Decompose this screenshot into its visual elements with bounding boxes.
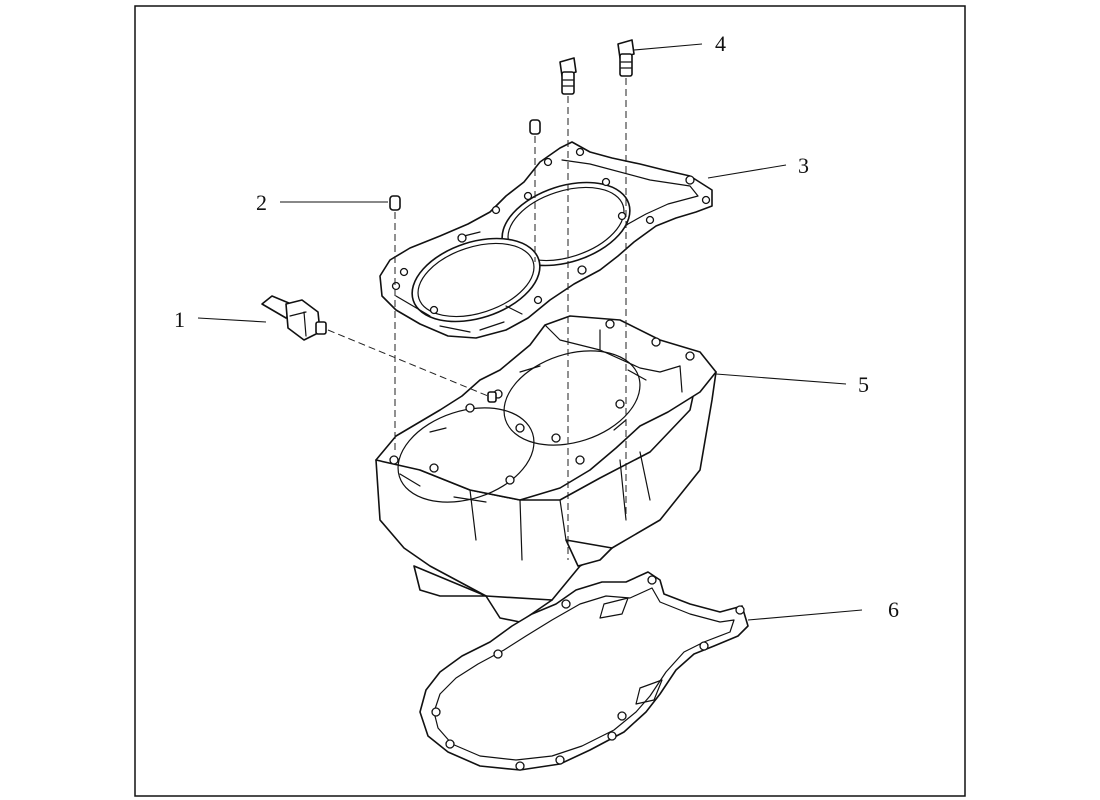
- temperature-sensor: [261, 295, 327, 341]
- callout-labels: 1 2 3 4 5 6: [174, 31, 899, 622]
- head-gasket: [379, 141, 713, 339]
- callout-3: 3: [798, 153, 809, 178]
- cylinder-bolts: [559, 39, 635, 95]
- callout-1: 1: [174, 307, 185, 332]
- dowel-pins: [389, 119, 541, 211]
- callout-6: 6: [888, 597, 899, 622]
- bolt-right: [617, 39, 635, 77]
- bolt-left: [559, 57, 577, 95]
- cylinder-block: [375, 315, 717, 623]
- callout-5: 5: [858, 372, 869, 397]
- diagram-frame: [134, 5, 966, 797]
- callout-4: 4: [715, 31, 726, 56]
- assembly-lines: [327, 78, 627, 560]
- callout-2: 2: [256, 190, 267, 215]
- base-gasket: [419, 571, 749, 771]
- leader-lines: [197, 43, 863, 621]
